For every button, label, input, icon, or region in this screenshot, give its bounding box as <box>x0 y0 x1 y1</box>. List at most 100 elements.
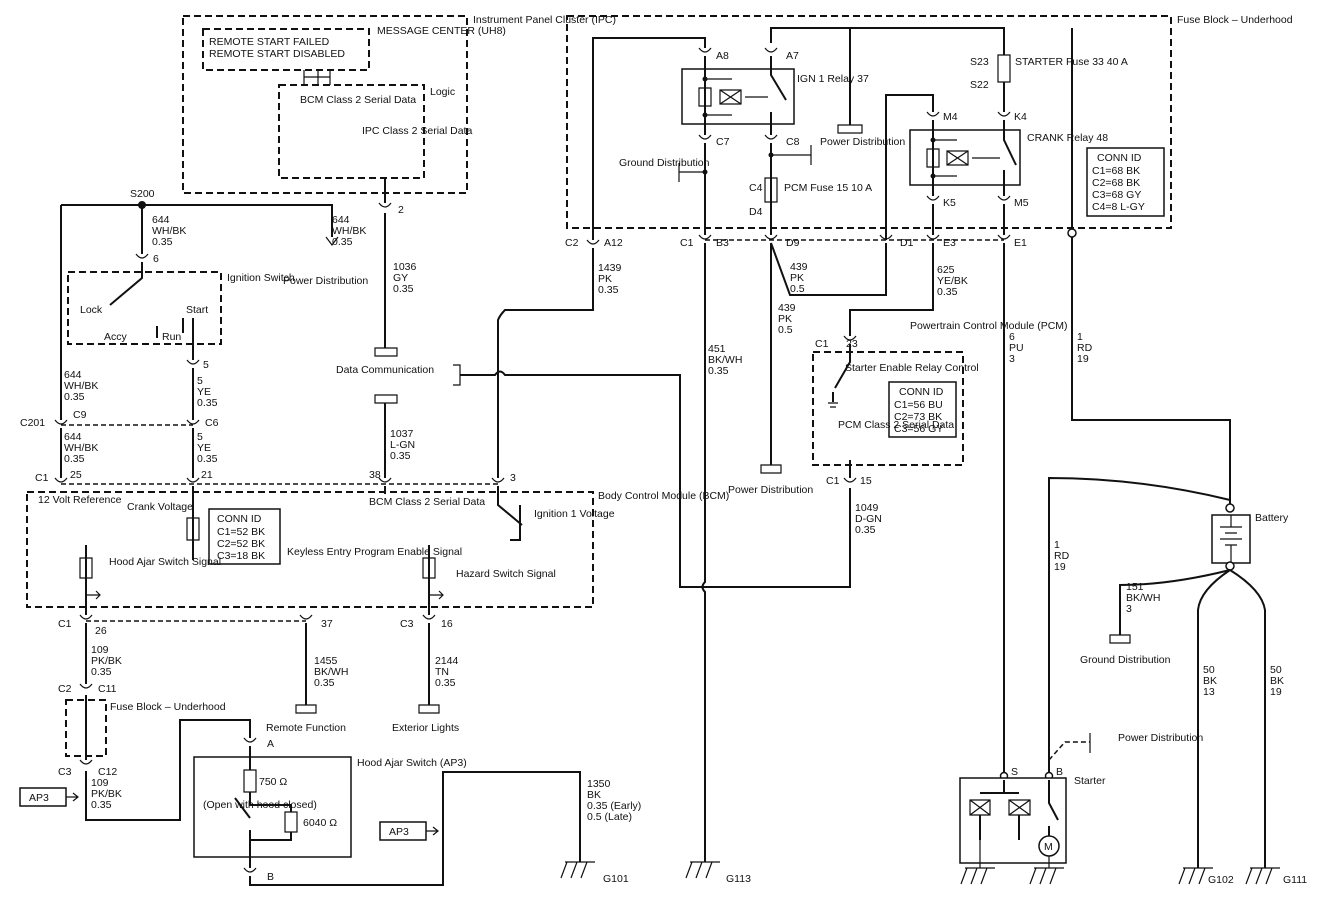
svg-text:5: 5 <box>203 359 209 371</box>
svg-text:M4: M4 <box>943 111 958 123</box>
bcm-title: Body Control Module (BCM) <box>598 490 729 502</box>
svg-text:M5: M5 <box>1014 197 1029 209</box>
svg-text:Start: Start <box>186 304 208 316</box>
svg-text:CONN ID: CONN ID <box>217 513 262 525</box>
svg-text:2: 2 <box>398 204 404 216</box>
pcm-module: C1 23 Powertrain Control Module (PCM) St… <box>812 320 1068 536</box>
bcm-crank-voltage: Crank Voltage <box>127 501 193 513</box>
svg-text:C1=68 BK: C1=68 BK <box>1092 165 1140 177</box>
svg-text:16: 16 <box>441 618 453 630</box>
starter-label: Starter <box>1074 775 1106 787</box>
crank-relay <box>909 129 1021 186</box>
svg-text:C11: C11 <box>98 683 117 695</box>
svg-text:M: M <box>1044 841 1053 853</box>
svg-text:Accy: Accy <box>104 331 128 343</box>
svg-text:C2=52 BK: C2=52 BK <box>217 538 265 550</box>
svg-text:C3: C3 <box>58 766 72 778</box>
svg-text:K5: K5 <box>943 197 956 209</box>
ground-g102: G102 <box>1208 874 1234 886</box>
pcm-title: Powertrain Control Module (PCM) <box>910 320 1068 332</box>
remote-function-label: Remote Function <box>266 722 346 734</box>
ipc-bcm-serial-label: BCM Class 2 Serial Data <box>300 94 416 106</box>
svg-text:750 Ω: 750 Ω <box>259 776 287 788</box>
svg-text:C1: C1 <box>815 338 829 350</box>
exterior-lights-label: Exterior Lights <box>392 722 459 734</box>
svg-text:C12: C12 <box>98 766 117 778</box>
svg-text:C3=18 BK: C3=18 BK <box>217 550 265 562</box>
bcm-module: C1 25 21 38 3 Body Control Module (BCM) … <box>26 469 729 637</box>
svg-text:A8: A8 <box>716 50 729 62</box>
ground-g101: G101 <box>603 873 629 885</box>
svg-text:CONN ID: CONN ID <box>899 386 944 398</box>
ignition-switch-title: Ignition Switch <box>227 272 295 284</box>
svg-text:C3: C3 <box>400 618 414 630</box>
svg-text:23: 23 <box>846 338 858 350</box>
ground-dist-label-fb: Ground Distribution <box>619 157 710 169</box>
bcm-12v-ref: 12 Volt Reference <box>38 494 122 506</box>
starter-fuse-label: STARTER Fuse 33 40 A <box>1015 56 1128 68</box>
ground-dist-label-2: Ground Distribution <box>1080 654 1171 666</box>
data-communication-label: Data Communication <box>336 364 434 376</box>
bcm-serial-data: BCM Class 2 Serial Data <box>369 496 485 508</box>
pcm-fuse-label: PCM Fuse 15 10 A <box>784 182 872 194</box>
bcm-keyless-signal: Keyless Entry Program Enable Signal <box>287 546 462 558</box>
svg-text:C2=68 BK: C2=68 BK <box>1092 177 1140 189</box>
power-dist-label-3: Power Distribution <box>1118 732 1203 744</box>
svg-text:6040 Ω: 6040 Ω <box>303 817 337 829</box>
fuse-block-underhood: Fuse Block – Underhood Power Distributio… <box>565 14 1293 249</box>
svg-text:S200: S200 <box>130 188 155 200</box>
svg-text:C1: C1 <box>35 472 49 484</box>
svg-text:D1: D1 <box>900 237 914 249</box>
svg-text:C1: C1 <box>58 618 72 630</box>
svg-text:S22: S22 <box>970 79 989 91</box>
svg-text:C3=68 GY: C3=68 GY <box>1092 189 1141 201</box>
fuse-block-title: Fuse Block – Underhood <box>1177 14 1293 26</box>
svg-text:C9: C9 <box>73 409 87 421</box>
ground-g113: G113 <box>726 873 751 885</box>
svg-text:C4=8 L-GY: C4=8 L-GY <box>1092 201 1145 213</box>
ground-g111: G111 <box>1283 874 1307 886</box>
svg-text:B3: B3 <box>716 237 729 249</box>
bcm-hood-ajar-signal: Hood Ajar Switch Signal <box>109 556 221 568</box>
svg-text:38: 38 <box>369 469 381 481</box>
svg-text:C6: C6 <box>205 417 219 429</box>
svg-text:25: 25 <box>70 469 82 481</box>
hood-switch-title: Hood Ajar Switch (AP3) <box>357 757 467 769</box>
svg-text:C1=56 BU: C1=56 BU <box>894 399 943 411</box>
bcm-hazard-signal: Hazard Switch Signal <box>456 568 556 580</box>
bcm-ign1-voltage: Ignition 1 Voltage <box>534 508 615 520</box>
svg-text:3: 3 <box>510 472 516 484</box>
svg-text:CONN ID: CONN ID <box>1097 152 1142 164</box>
svg-text:C2: C2 <box>565 237 579 249</box>
svg-text:21: 21 <box>201 469 213 481</box>
power-dist-label-2: Power Distribution <box>728 484 813 496</box>
svg-text:C1: C1 <box>680 237 694 249</box>
svg-text:B: B <box>267 871 274 883</box>
svg-text:E3: E3 <box>943 237 956 249</box>
battery-label: Battery <box>1255 512 1289 524</box>
svg-text:6: 6 <box>153 253 159 265</box>
msg-remote-start-failed: REMOTE START FAILED <box>209 36 330 48</box>
ign1-relay-label: IGN 1 Relay 37 <box>797 73 869 85</box>
ap3-ref-1: AP3 <box>29 792 49 804</box>
